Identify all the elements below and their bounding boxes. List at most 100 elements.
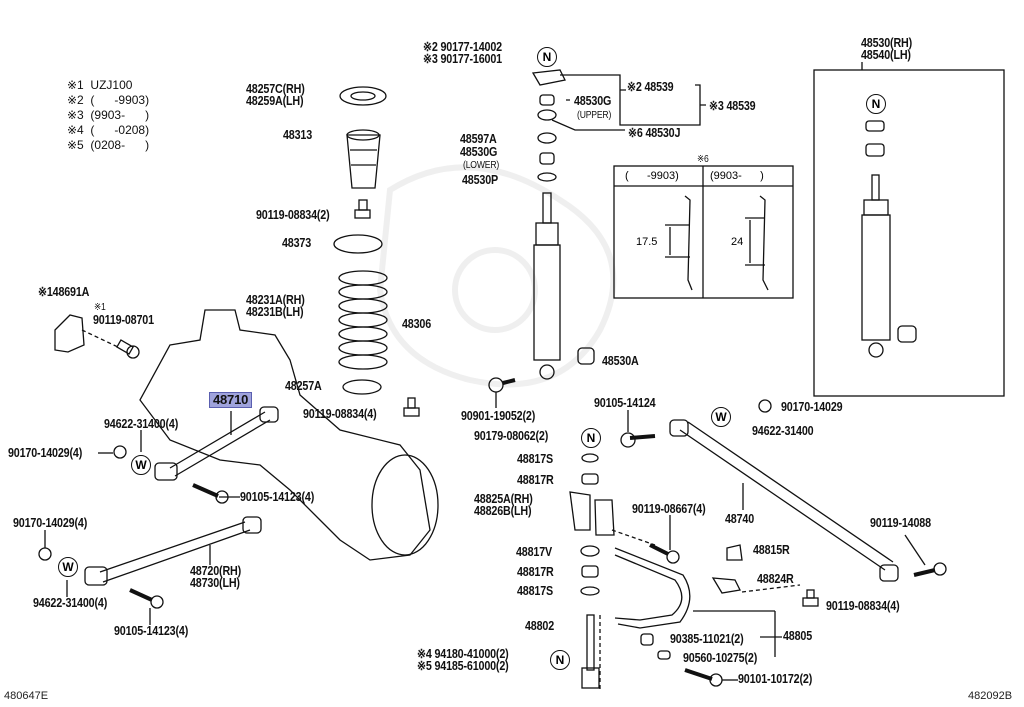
part-label-highlighted[interactable]: 48710 — [209, 392, 253, 408]
part-label[interactable]: 48825A(RH) — [474, 492, 533, 506]
table-header-late: (9903- ) — [710, 170, 764, 182]
dimension-late: 24 — [731, 236, 744, 248]
part-label[interactable]: 90901-19052(2) — [461, 409, 536, 423]
bolt-shape — [913, 562, 947, 577]
legend-mark: ※3 — [67, 108, 84, 122]
nut-symbol-icon: N — [537, 47, 557, 67]
stabilizer-link — [581, 614, 600, 689]
part-label[interactable]: 48530G — [460, 145, 498, 159]
part-label[interactable]: 90170-14029(4) — [13, 516, 88, 530]
part-label[interactable]: ※3 90177-16001 — [423, 52, 502, 66]
legend-mark: ※1 — [67, 78, 84, 92]
part-label[interactable]: 94622-31400(4) — [104, 417, 179, 431]
shock-detail-box — [813, 69, 1005, 397]
table-note: ※6 — [697, 154, 709, 165]
part-label[interactable]: 48540(LH) — [861, 48, 911, 62]
part-label[interactable]: 90119-08667(4) — [632, 502, 706, 516]
part-label[interactable]: ※5 94185-61000(2) — [417, 659, 509, 673]
part-label[interactable]: 48817R — [517, 473, 554, 487]
part-label[interactable]: 94622-31400 — [752, 424, 814, 438]
dimension-early: 17.5 — [636, 236, 658, 248]
bolt-shape — [403, 397, 420, 417]
part-label[interactable]: 48231A(RH) — [246, 293, 305, 307]
illustration-code-left: 480647E — [4, 690, 49, 702]
part-label[interactable]: 48530P — [462, 173, 499, 187]
part-label[interactable]: 90119-08834(4) — [303, 407, 377, 421]
part-label[interactable]: ※4 94180-41000(2) — [417, 647, 509, 661]
differential — [371, 454, 439, 556]
part-note: (LOWER) — [463, 160, 500, 171]
bolt-shape — [192, 483, 229, 504]
legend-row: ※2 ( -9903) — [67, 93, 149, 107]
part-label[interactable]: 48826B(LH) — [474, 504, 532, 518]
part-label[interactable]: 48817R — [517, 565, 554, 579]
part-label[interactable]: 48259A(LH) — [246, 94, 304, 108]
insulator-ring — [333, 234, 383, 254]
part-label[interactable]: 90105-14124 — [594, 396, 656, 410]
part-label[interactable]: ※148691A — [38, 285, 90, 299]
legend-text: ( -9903) — [90, 93, 150, 107]
legend-mark: ※2 — [67, 93, 84, 107]
part-label[interactable]: 48740 — [725, 512, 755, 526]
lateral-rod — [679, 421, 894, 571]
part-label[interactable]: 90105-14123(4) — [114, 624, 189, 638]
legend-text: (0208- ) — [90, 138, 150, 152]
part-label[interactable]: 48231B(LH) — [246, 305, 304, 319]
part-label[interactable]: 48306 — [402, 317, 432, 331]
part-label[interactable]: 48257A — [285, 379, 322, 393]
part-label[interactable]: 90170-14029 — [781, 400, 843, 414]
bracket-48691A — [54, 314, 85, 353]
legend-mark: ※5 — [67, 138, 84, 152]
upper-control-arm — [169, 411, 271, 477]
part-label[interactable]: 48817S — [517, 584, 554, 598]
part-note: ※1 — [94, 302, 106, 313]
part-label[interactable]: 90119-08834(2) — [256, 208, 330, 222]
part-label[interactable]: 48824R — [757, 572, 794, 586]
part-label[interactable]: 48257C(RH) — [246, 82, 305, 96]
legend-row: ※3 (9903- ) — [67, 108, 149, 122]
lower-seat — [342, 379, 382, 395]
legend-text: ( -0208) — [90, 123, 150, 137]
part-label[interactable]: 90179-08062(2) — [474, 429, 549, 443]
watermark-logo — [376, 164, 617, 388]
legend-text: UZJ100 — [90, 78, 133, 92]
part-label[interactable]: 48313 — [283, 128, 313, 142]
part-label[interactable]: ※6 48530J — [628, 126, 681, 140]
part-label[interactable]: ※2 90177-14002 — [423, 40, 502, 54]
bolt-shape — [354, 199, 371, 219]
part-label[interactable]: 48530A — [602, 354, 639, 368]
part-label[interactable]: ※3 48539 — [709, 99, 756, 113]
part-label[interactable]: ※2 48539 — [627, 80, 674, 94]
part-label[interactable]: 90385-11021(2) — [670, 632, 744, 646]
part-note: (UPPER) — [577, 110, 612, 121]
axle-housing — [139, 309, 431, 561]
part-label[interactable]: 48817V — [516, 545, 553, 559]
nut-symbol-icon: N — [550, 650, 570, 670]
legend-row: ※5 (0208- ) — [67, 138, 149, 152]
part-label[interactable]: 48373 — [282, 236, 312, 250]
part-label[interactable]: 48817S — [517, 452, 554, 466]
stabilizer-bracket — [569, 491, 615, 536]
part-label[interactable]: 90560-10275(2) — [683, 651, 758, 665]
part-label[interactable]: 48730(LH) — [190, 576, 240, 590]
part-label[interactable]: 90170-14029(4) — [8, 446, 83, 460]
part-label[interactable]: 48530(RH) — [861, 36, 913, 50]
part-label[interactable]: 90119-08701 — [93, 313, 154, 327]
washer-symbol-icon: W — [58, 557, 78, 577]
part-label[interactable]: 48815R — [753, 543, 790, 557]
part-label[interactable]: 48720(RH) — [190, 564, 242, 578]
part-label[interactable]: 94622-31400(4) — [33, 596, 108, 610]
part-label[interactable]: 48597A — [460, 132, 497, 146]
part-label[interactable]: 90105-14123(4) — [240, 490, 315, 504]
bolt-shape — [129, 588, 164, 609]
upper-mount — [531, 69, 566, 86]
bushing-48530A — [577, 347, 595, 365]
part-label[interactable]: 90119-08834(4) — [826, 599, 900, 613]
nut-shape — [758, 399, 772, 413]
part-label[interactable]: 48805 — [783, 629, 813, 643]
part-label[interactable]: 48802 — [525, 619, 555, 633]
part-label[interactable]: 90119-14088 — [870, 516, 931, 530]
part-label[interactable]: 90101-10172(2) — [738, 672, 813, 686]
part-label[interactable]: 48530G — [574, 94, 612, 108]
